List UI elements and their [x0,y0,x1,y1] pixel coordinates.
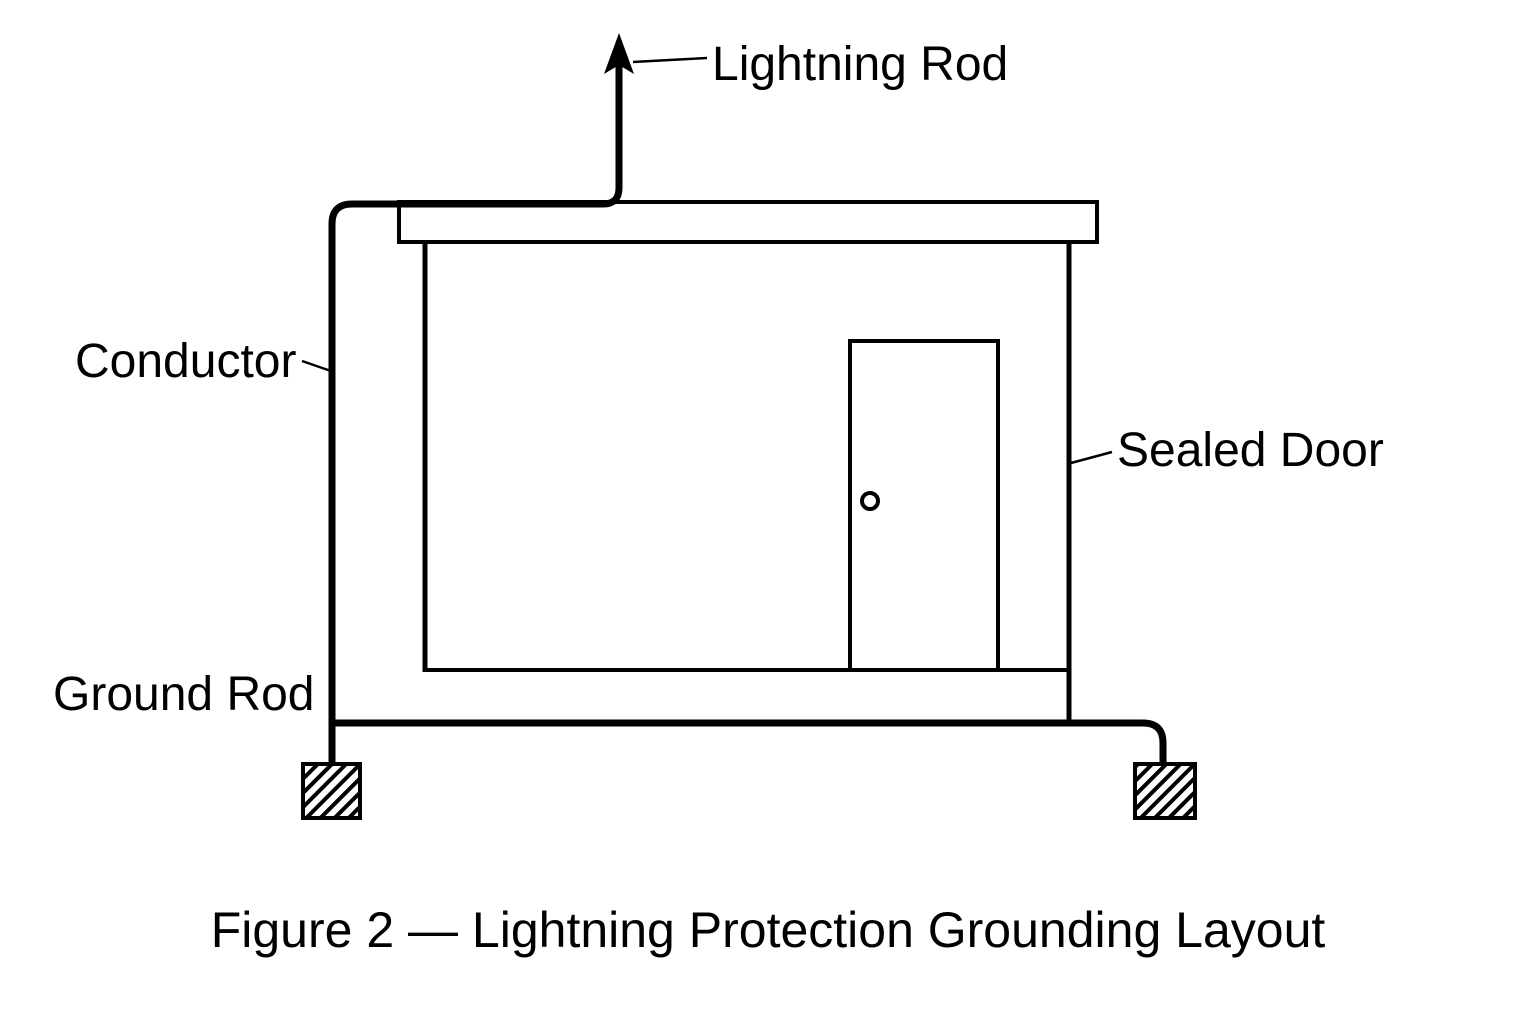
conductor-label: Conductor [75,335,296,388]
ground-rod-label: Ground Rod [53,668,315,721]
sealed-door-label: Sealed Door [1117,424,1384,477]
sealed-door [848,339,1000,672]
figure-caption: Figure 2 — Lightning Protection Groundin… [211,902,1326,958]
lightning-rod-leader-line [632,56,708,64]
ground-conductor-line [332,719,1167,764]
lightning-rod-arrow-icon [604,33,634,74]
roof-slab [397,200,1099,244]
ground-rod-left [301,762,362,820]
lightning-rod-label: Lightning Rod [712,38,1008,91]
conductor-line [328,58,623,764]
door-knob [860,491,880,511]
ground-rod-right [1133,762,1197,820]
conductor-leader-line [301,359,332,373]
sealed-door-leader-line [1070,450,1113,465]
